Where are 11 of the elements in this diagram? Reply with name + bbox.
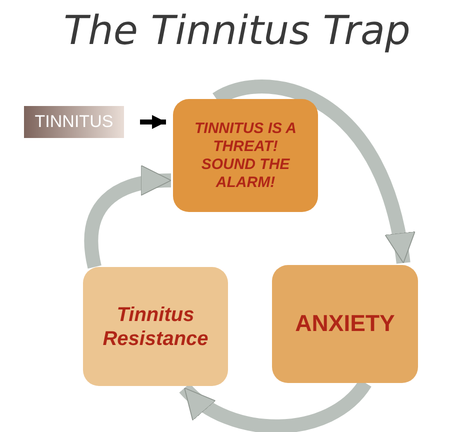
node-label: TINNITUS IS A THREAT! SOUND THE ALARM! [194, 120, 298, 192]
process-box [173, 99, 318, 212]
process-box [83, 267, 228, 386]
arrow [140, 115, 166, 129]
arrow [213, 80, 414, 264]
start-box [24, 106, 124, 138]
node-label: TINNITUS [34, 112, 114, 132]
node-label: ANXIETY [295, 310, 395, 338]
process-box [272, 265, 418, 383]
diagram-title: The Tinnitus Trap [62, 8, 412, 54]
node-label: Tinnitus Resistance [102, 302, 210, 350]
